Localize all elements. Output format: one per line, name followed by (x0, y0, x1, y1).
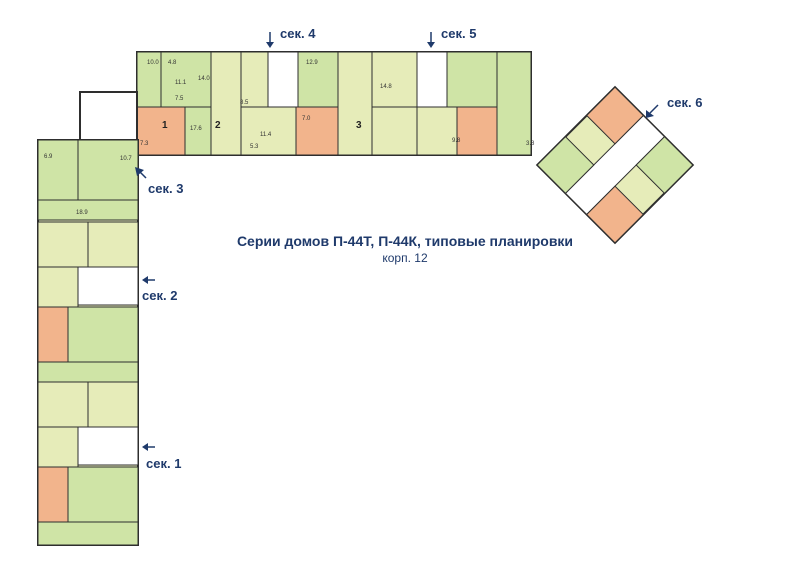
area-label: 9.8 (452, 138, 461, 144)
arrow-sec-6 (649, 104, 659, 114)
area-label: 4.8 (168, 60, 177, 66)
area-label: 5.3 (250, 144, 259, 150)
area-label: 14.8 (380, 84, 392, 90)
room-area-labels: 10.0 4.8 14.0 7.5 11.1 12.9 7.0 7.3 17.6… (44, 60, 535, 216)
area-label: 12.9 (306, 60, 318, 66)
section-6-label: сек. 6 (667, 95, 703, 110)
area-label: 14.0 (198, 76, 210, 82)
area-label: 11.1 (175, 80, 187, 86)
area-label: 18.9 (76, 210, 88, 216)
area-label: 7.5 (175, 96, 184, 102)
section-arrows (135, 32, 659, 451)
top-wing (79, 51, 532, 156)
page-title: Серии домов П-44Т, П-44К, типовые планир… (236, 233, 574, 249)
area-label: 10.7 (120, 156, 132, 162)
room-count: 3 (356, 120, 362, 131)
area-label: 7.3 (140, 141, 149, 147)
area-label: 7.0 (302, 116, 311, 122)
section-4-label: сек. 4 (280, 26, 316, 41)
section-2-label: сек. 2 (142, 288, 178, 303)
room-count: 2 (215, 120, 221, 131)
arrow-sec-3 (139, 171, 147, 179)
area-label: 6.9 (44, 154, 53, 160)
left-wing (37, 139, 139, 546)
room-count-badges: 1 2 3 (162, 120, 362, 131)
area-label: 3.8 (526, 141, 535, 147)
section-3-label: сек. 3 (148, 181, 184, 196)
page-subtitle: корп. 12 (382, 251, 428, 265)
area-label: 17.6 (190, 126, 202, 132)
room-count: 1 (162, 120, 168, 131)
area-label: 11.4 (260, 132, 272, 138)
area-label: 10.0 (147, 60, 159, 66)
section-5-label: сек. 5 (441, 26, 477, 41)
area-label: 8.5 (240, 100, 249, 106)
section-1-label: сек. 1 (146, 456, 182, 471)
tower-section-6 (535, 85, 695, 245)
